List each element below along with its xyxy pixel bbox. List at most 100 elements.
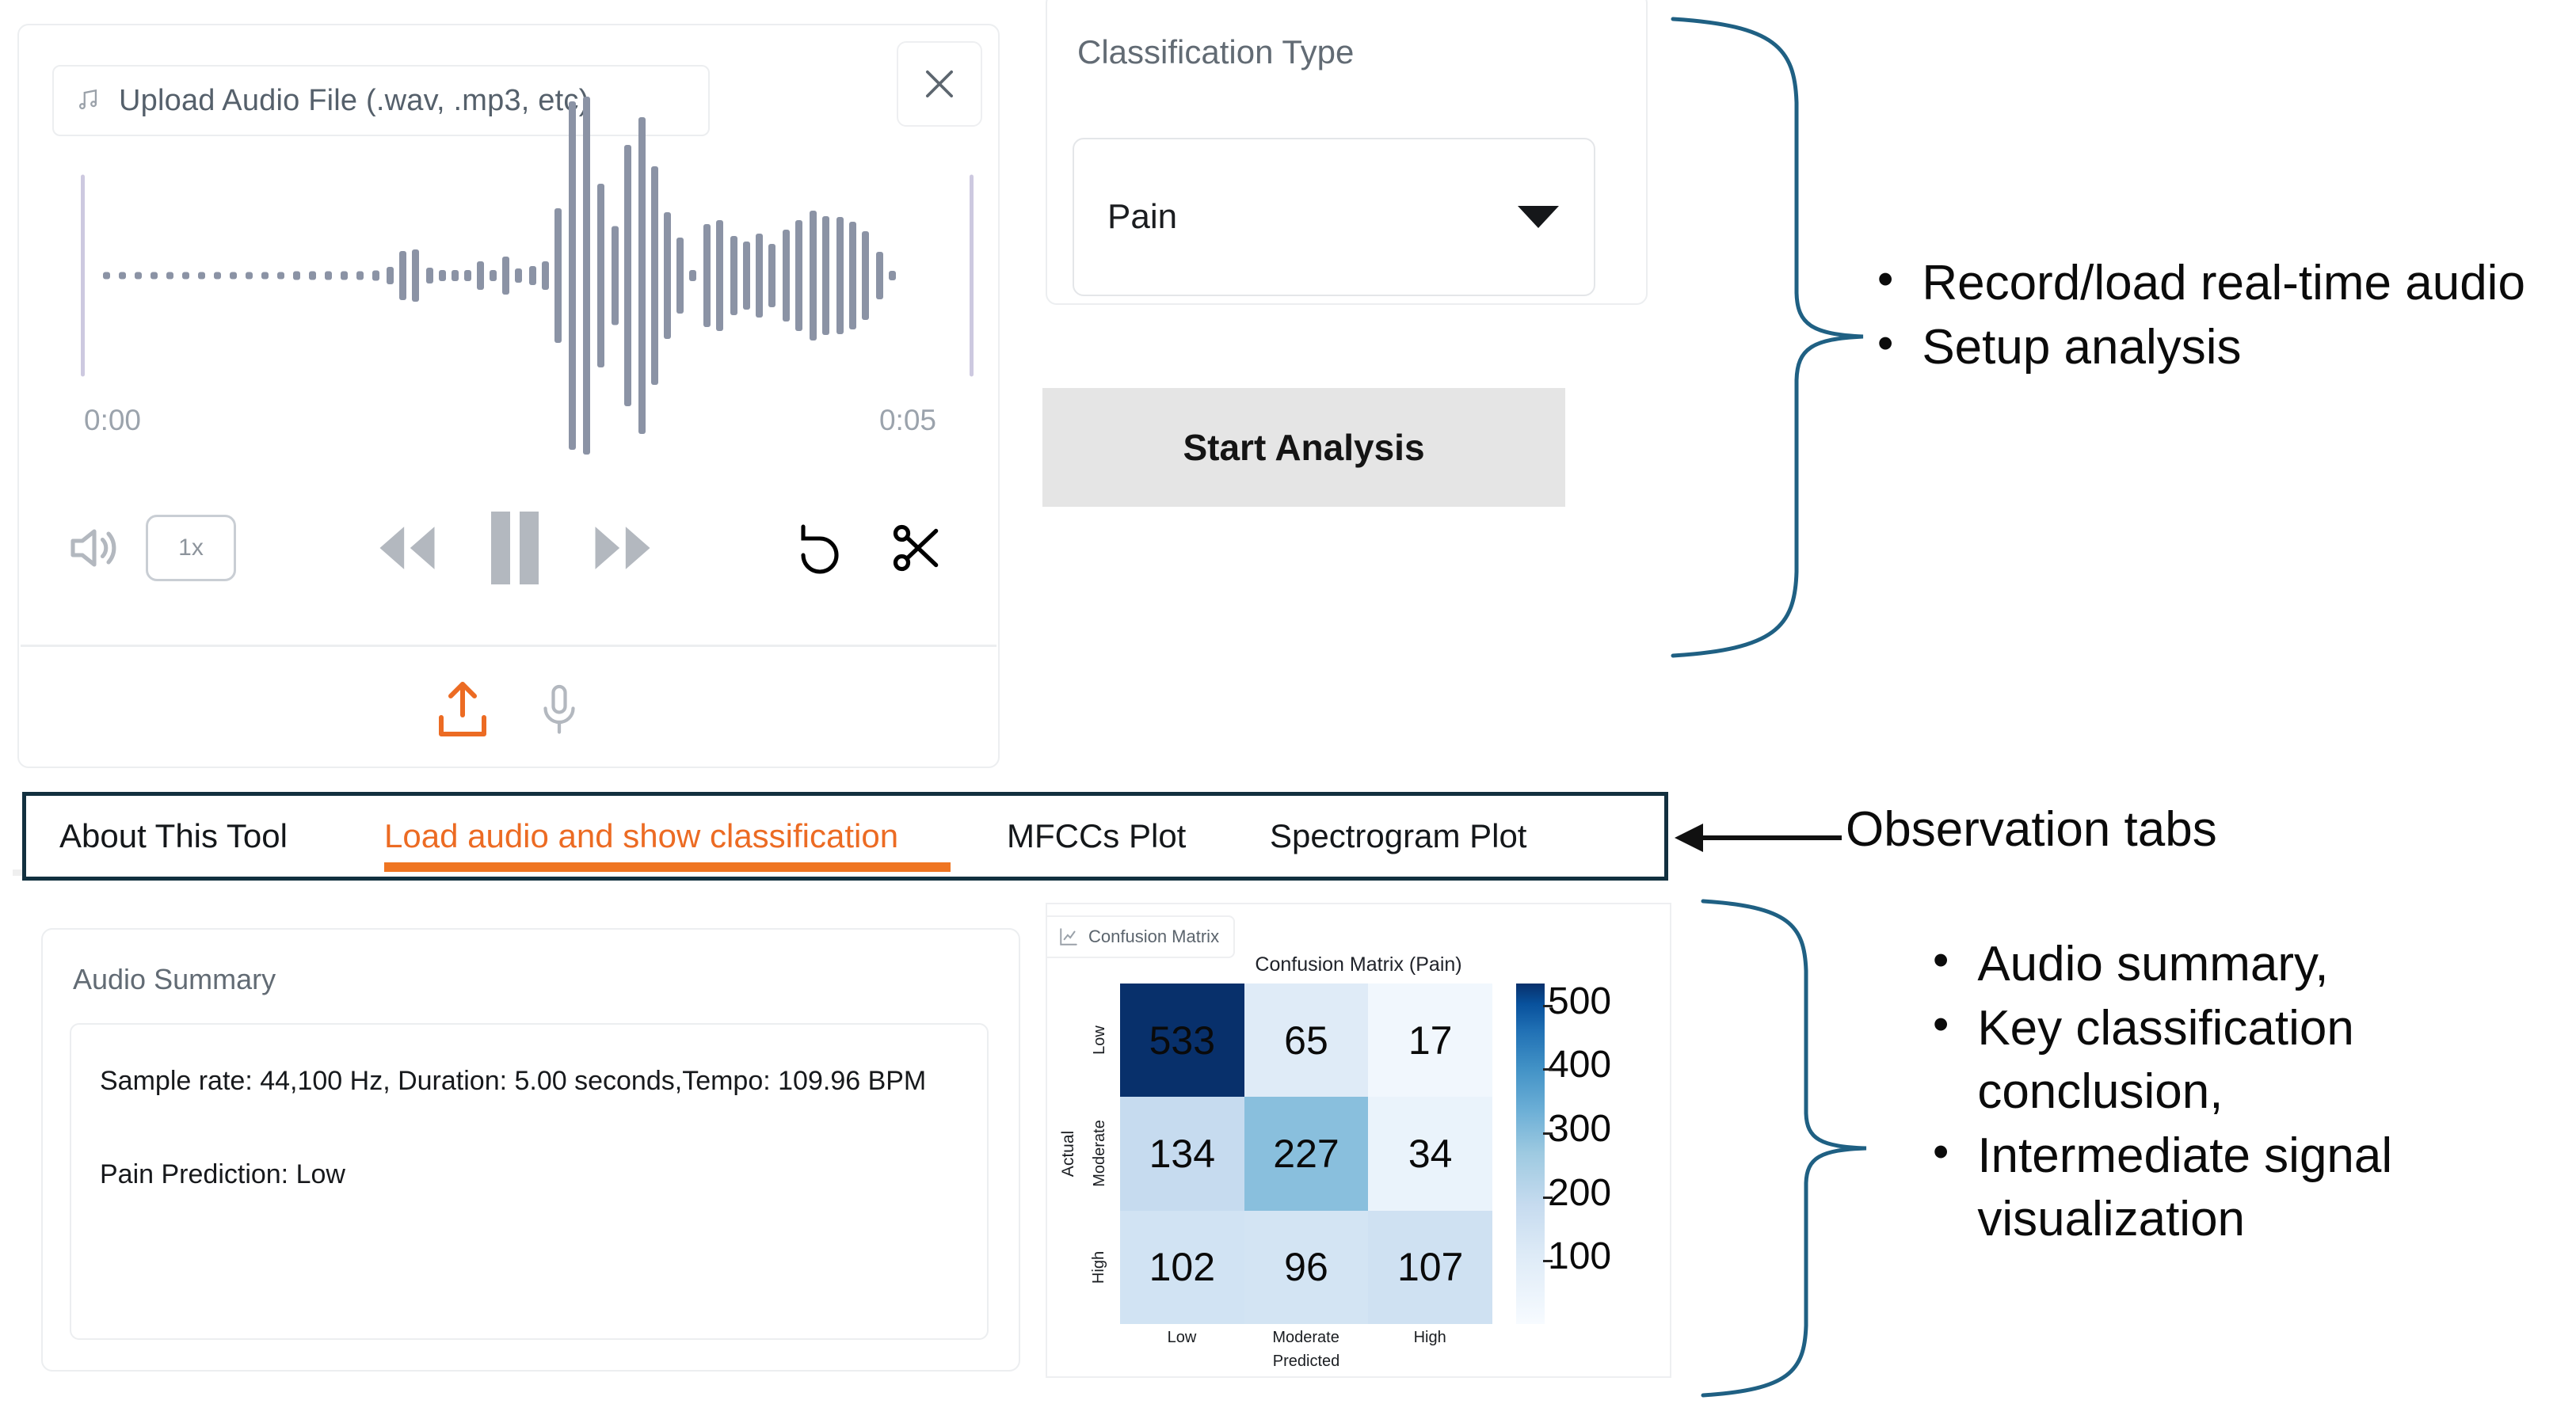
audio-waveform[interactable] [81, 97, 984, 455]
bullet-icon: • [1933, 998, 1949, 1050]
waveform-bar [372, 270, 379, 281]
waveform-bar [876, 252, 883, 299]
confusion-matrix-cell: 34 [1368, 1097, 1492, 1211]
colorbar-tick-mark [1543, 1068, 1553, 1071]
bullet-icon: • [1933, 1125, 1949, 1178]
waveform-bar [612, 226, 619, 325]
tab-load-audio-and-show-classification[interactable]: Load audio and show classification [384, 796, 951, 877]
waveform-bar [849, 222, 856, 329]
classification-type-select[interactable]: Pain [1073, 138, 1595, 296]
bullet-icon: • [1933, 934, 1949, 986]
waveform-bar [341, 271, 348, 280]
microphone-icon[interactable] [535, 677, 583, 744]
colorbar-tick-mark [1543, 1260, 1553, 1263]
x-tick-label: Moderate [1272, 1329, 1339, 1346]
waveform-bar [166, 272, 173, 280]
waveform-bar [638, 117, 646, 434]
waveform-bar [246, 272, 253, 280]
confusion-matrix-cell: 17 [1368, 984, 1492, 1098]
waveform-bar [569, 101, 576, 450]
time-start: 0:00 [84, 404, 142, 436]
volume-icon[interactable] [63, 519, 120, 576]
waveform-bar [862, 231, 869, 320]
waveform-bar [756, 234, 763, 318]
chart-icon [1058, 926, 1079, 947]
waveform-bar [515, 268, 522, 283]
waveform-bar [490, 270, 497, 281]
waveform-bar [836, 217, 844, 334]
bottom-annotation-item: •Audio summary, [1933, 933, 2576, 997]
waveform-bar [387, 267, 394, 284]
top-annotation-text: Setup analysis [1922, 319, 2242, 375]
waveform-bar [703, 224, 711, 327]
waveform-bar [103, 272, 110, 280]
tab-label: Spectrogram Plot [1270, 817, 1527, 854]
tab-mfccs-plot[interactable]: MFCCs Plot [1007, 796, 1201, 877]
tab-label: Load audio and show classification [384, 817, 899, 854]
colorbar-tick-mark [1543, 1132, 1553, 1135]
scissors-icon[interactable] [887, 517, 946, 579]
confusion-matrix-tab-label: Confusion Matrix [1088, 926, 1220, 946]
waveform-bar [135, 272, 142, 280]
waveform-bar [810, 211, 817, 341]
undo-icon[interactable] [794, 519, 855, 576]
waveform-bar [529, 266, 536, 285]
y-tick-label: High [1084, 1211, 1115, 1324]
confusion-matrix-cell: 227 [1244, 1097, 1369, 1211]
transport-controls: 1x [52, 500, 963, 595]
audio-player-card: Upload Audio File (.wav, .mp3, etc) 0:00… [17, 24, 1000, 768]
player-divider [21, 645, 996, 647]
y-tick-label: Low [1084, 984, 1115, 1097]
observation-tabs: About This Tool Load audio and show class… [26, 796, 1664, 877]
player-footer-actions [19, 659, 998, 762]
waveform-bar [464, 270, 471, 281]
playback-speed-button[interactable]: 1x [146, 515, 236, 581]
waveform-bar [452, 270, 459, 281]
x-axis-label: Predicted [1272, 1353, 1340, 1370]
confusion-matrix-tab[interactable]: Confusion Matrix [1047, 915, 1236, 958]
waveform-bar [230, 272, 237, 280]
bullet-icon: • [1877, 317, 1894, 369]
tab-spectrogram-plot[interactable]: Spectrogram Plot [1270, 796, 1555, 877]
confusion-matrix-card: Confusion Matrix Confusion Matrix (Pain)… [1046, 903, 1671, 1378]
bottom-brace [1701, 899, 1867, 1398]
chevron-down-icon [1518, 206, 1559, 228]
fast-forward-icon[interactable] [586, 519, 659, 577]
x-tick-label: Low [1167, 1329, 1197, 1346]
waveform-bar [542, 261, 549, 290]
music-note-icon [74, 87, 101, 114]
tab-about-this-tool[interactable]: About This Tool [59, 796, 321, 877]
waveform-bar [730, 236, 737, 315]
bottom-annotation-item: •Key classification conclusion, [1933, 997, 2576, 1124]
waveform-bar [554, 208, 562, 343]
upload-audio-file-label: Upload Audio File (.wav, .mp3, etc) [119, 83, 589, 117]
upload-icon[interactable] [434, 679, 491, 742]
waveform-bar [795, 220, 802, 331]
waveform-bar [81, 174, 85, 377]
top-annotation-list: •Record/load real-time audio• Setup analy… [1877, 252, 2559, 379]
close-button[interactable] [897, 41, 982, 127]
bullet-icon: • [1877, 253, 1894, 305]
top-annotation-item: •Record/load real-time audio [1877, 252, 2559, 316]
observation-arrow-icon [1675, 824, 1842, 852]
waveform-bar [325, 271, 332, 280]
audio-summary-card: Audio Summary Sample rate: 44,100 Hz, Du… [41, 928, 1020, 1372]
waveform-bar [261, 272, 269, 280]
bottom-annotation-text: Intermediate signal visualization [1977, 1128, 2393, 1247]
waveform-bar [214, 272, 221, 280]
classification-type-value: Pain [1107, 197, 1178, 236]
rewind-icon[interactable] [371, 519, 444, 577]
upload-audio-file-field[interactable]: Upload Audio File (.wav, .mp3, etc) [52, 65, 710, 136]
colorbar-tick-label: 500 [1548, 980, 1612, 1022]
pause-icon[interactable] [486, 508, 543, 588]
close-icon [925, 70, 954, 98]
audio-summary-title: Audio Summary [73, 963, 276, 995]
x-tick-label: High [1413, 1329, 1446, 1346]
waveform-bar [597, 184, 604, 367]
waveform-bar [198, 272, 205, 280]
start-analysis-button[interactable]: Start Analysis [1042, 388, 1565, 507]
waveform-bar [399, 251, 406, 300]
waveform-bar [689, 270, 696, 281]
waveform-bar [651, 166, 658, 385]
